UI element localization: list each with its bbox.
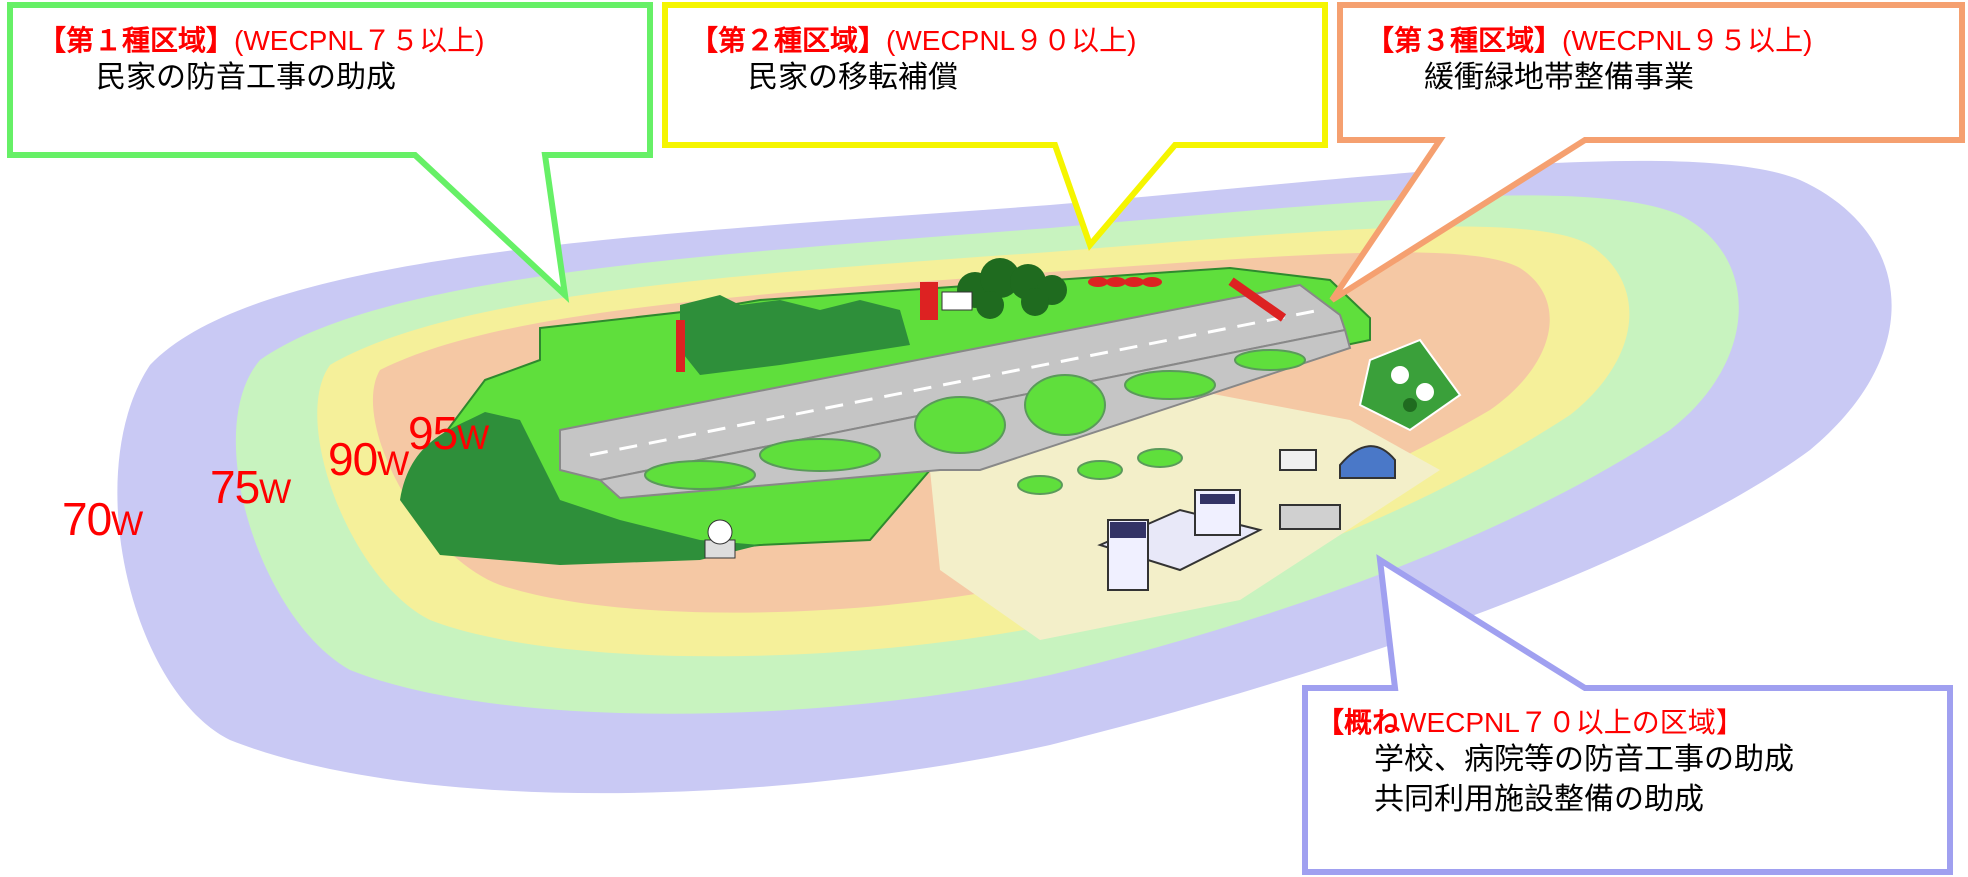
- callout-zone70-desc1: 学校、病院等の防音工事の助成: [1374, 741, 1794, 777]
- contour-label-95w: 95W: [408, 407, 489, 459]
- contour-label-95w-unit: W: [457, 419, 489, 457]
- contour-label-90w: 90W: [328, 433, 409, 485]
- callout-zone1-desc: 民家の防音工事の助成: [96, 59, 396, 95]
- contour-label-75w-number: 75: [210, 461, 260, 513]
- callout-zone3-title-main: 【第３種区域】: [1366, 24, 1563, 57]
- callout-zone3-title: 【第３種区域】(WECPNL９５以上): [1366, 24, 1812, 58]
- contour-label-70w-unit: W: [111, 505, 143, 543]
- callout-zone3: 【第３種区域】(WECPNL９５以上) 緩衝緑地帯整備事業: [1366, 24, 1813, 99]
- control-tower: [704, 519, 736, 559]
- callout-zone70-title-main: 【概ね: [1316, 706, 1401, 739]
- callout-zone70-title: 【概ねWECPNL７０以上の区域】: [1316, 706, 1794, 740]
- callout-zone1-title-paren: (WECPNL７５以上): [234, 25, 485, 56]
- park-right: [1358, 338, 1462, 432]
- hill-forest-top: [680, 295, 910, 375]
- contour-label-90w-unit: W: [377, 445, 409, 483]
- callout-zone70-desc2: 共同利用施設整備の助成: [1374, 782, 1704, 818]
- contour-label-70w: 70W: [62, 493, 143, 545]
- approach-lights-top: [920, 282, 938, 320]
- callout-zone2-title-paren: (WECPNL９０以上): [886, 25, 1137, 56]
- contour-label-95w-number: 95: [408, 407, 458, 459]
- callout-zone1-title: 【第１種区域】(WECPNL７５以上): [38, 24, 484, 58]
- contour-label-75w: 75W: [210, 461, 291, 513]
- callout-zone70: 【概ねWECPNL７０以上の区域】 学校、病院等の防音工事の助成 共同利用施設整…: [1316, 706, 1794, 821]
- approach-lights-row: [1088, 277, 1162, 287]
- callout-zone2-title-main: 【第２種区域】: [690, 24, 887, 57]
- contour-label-90w-number: 90: [328, 433, 378, 485]
- contour-label-75w-unit: W: [259, 473, 291, 511]
- contour-label-70w-number: 70: [62, 493, 112, 545]
- grass-islands: [644, 349, 1306, 495]
- runway-centerline: [589, 308, 1321, 457]
- callout-zone70-title-paren: WECPNL７０以上の区域】: [1400, 707, 1744, 738]
- callout-zone2-desc: 民家の移転補償: [748, 59, 958, 95]
- terminal-buildings: [1097, 445, 1396, 591]
- callout-zone2: 【第２種区域】(WECPNL９０以上) 民家の移転補償: [690, 24, 1137, 99]
- callout-zone1-title-main: 【第１種区域】: [38, 24, 235, 57]
- callout-zone1: 【第１種区域】(WECPNL７５以上) 民家の防音工事の助成: [38, 24, 485, 99]
- hill-forest-left: [400, 412, 760, 565]
- callout-zone3-desc: 緩衝緑地帯整備事業: [1424, 59, 1694, 95]
- callout-zone3-title-paren: (WECPNL９５以上): [1562, 25, 1813, 56]
- hangar-small: [941, 291, 973, 311]
- approach-lights-right: [1228, 277, 1287, 322]
- callout-zone2-title: 【第２種区域】(WECPNL９０以上): [690, 24, 1136, 58]
- approach-lights-left: [676, 320, 685, 372]
